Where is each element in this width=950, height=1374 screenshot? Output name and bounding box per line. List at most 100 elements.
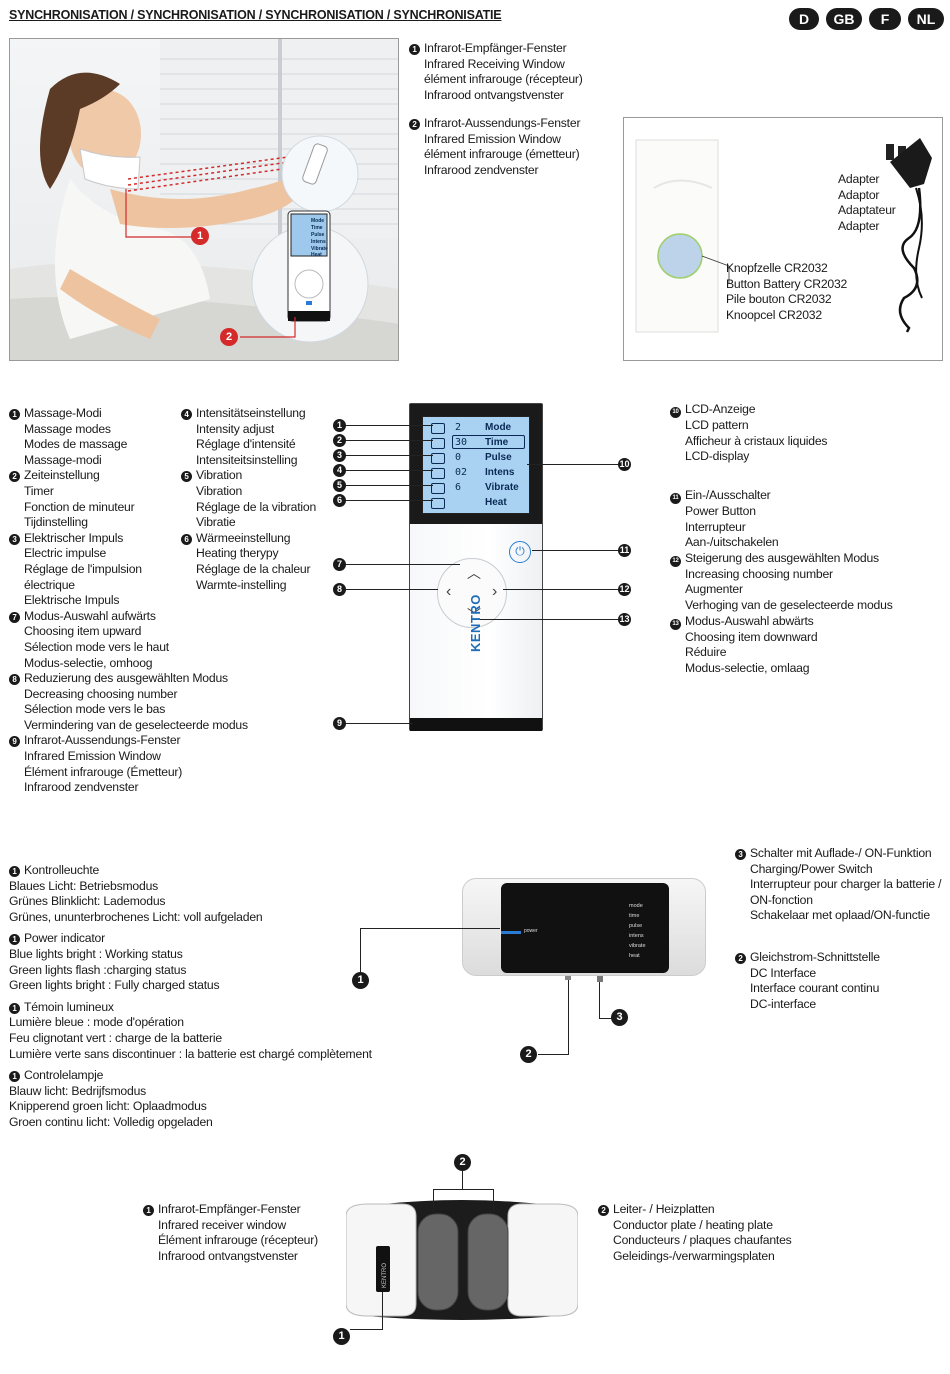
lcd-label-vibrate: Vibrate [485, 482, 519, 493]
device-power-label: power [524, 928, 538, 934]
indicator-f-line-1: Lumière bleue : mode d'opération [9, 1015, 184, 1030]
device-legend-2-f: Interface courant continu [750, 981, 880, 996]
device-legend-3-number: 3 [735, 849, 746, 860]
remote-control: 2 Mode 30 Time 0 Pulse 02 Intens 6 Vibra… [409, 403, 543, 731]
device-legend-3-gb: Charging/Power Switch [750, 861, 873, 876]
remote-callout-4: 4 [333, 464, 346, 477]
device-legend-2-number: 2 [735, 953, 746, 964]
callout-line-receiver-v [382, 1292, 383, 1329]
callout-line-12 [503, 589, 619, 590]
remote-callout-12: 12 [618, 583, 631, 596]
lcd-label-time: Time [485, 437, 509, 448]
callout-line-switch-h [599, 1018, 612, 1019]
callout-line-plates-stem [462, 1171, 463, 1190]
legend-7-gb: Choosing item upward [24, 624, 142, 639]
remote-brand-logo: KENTRO [468, 594, 483, 652]
remote-callout-8: 8 [333, 583, 346, 596]
indicator-nl-line-1: Blauw licht: Bedrijfsmodus [9, 1083, 147, 1098]
battery-label-de: Knopfzelle CR2032 [726, 261, 828, 275]
legend-9-f: Élément infrarouge (Émetteur) [24, 764, 183, 779]
legend-11-gb: Power Button [685, 504, 756, 518]
remote-callout-10: 10 [618, 458, 631, 471]
indicator-nl-line-3: Groen continu licht: Volledig opgeladen [9, 1114, 213, 1129]
adapter-label-f: Adaptateur [838, 203, 896, 218]
legend-5-nl: Vibratie [196, 515, 236, 530]
legend-6-nl: Warmte-instelling [196, 577, 287, 592]
legend-13-f: Réduire [685, 645, 727, 660]
callout-line-10 [527, 464, 619, 465]
legend-13-nl: Modus-selectie, omlaag [685, 660, 810, 675]
remote-callout-9: 9 [333, 717, 346, 730]
legend-9-nl: Infrarood zendvenster [24, 780, 139, 795]
navigation-pad[interactable]: ︿ ﹀ ‹ › [437, 558, 507, 628]
legend-5-f: Réglage de la vibration [196, 499, 317, 514]
legend-9-number: 9 [9, 736, 20, 748]
chevron-up-icon[interactable]: ︿ [467, 565, 481, 581]
pulse-icon [431, 453, 445, 464]
callout-line-9 [345, 723, 413, 724]
indicator-gb-number: 1 [9, 934, 20, 946]
device-legend-3-de: Schalter mit Auflade-/ ON-Funktion [750, 846, 932, 860]
battery-label-f: Pile bouton CR2032 [726, 292, 832, 307]
legend-7-nl: Modus-selectie, omhoog [24, 655, 153, 670]
chevron-left-icon[interactable]: ‹ [446, 583, 452, 600]
clock-icon [431, 438, 445, 449]
device-label-time: time [629, 913, 640, 919]
lcd-digits-time: 30 [455, 437, 468, 448]
callout-line-13 [480, 619, 619, 620]
legend-10-de: LCD-Anzeige [685, 402, 756, 416]
indicator-de-title: Kontrolleuchte [24, 863, 100, 877]
device-label-heat: heat [629, 953, 640, 959]
sync-item-1-f: élément infrarouge (récepteur) [424, 72, 583, 87]
device-mode-labels: mode time pulse intens vibrate heat [629, 901, 646, 961]
device-legend-2-nl: DC-interface [750, 996, 817, 1011]
power-switch[interactable] [597, 976, 603, 982]
inner-device-logo: KENTRO [382, 1262, 388, 1288]
device-callout-2: 2 [520, 1046, 537, 1063]
power-button-icon[interactable]: ⏻ [509, 541, 531, 563]
remote-callout-3: 3 [333, 449, 346, 462]
legend-3-f-cont: électrique [24, 577, 75, 592]
indicator-f-number: 1 [9, 1002, 20, 1014]
lcd-digits-pulse: 0 [455, 452, 462, 463]
indicator-gb-line-3: Green lights bright : Fully charged stat… [9, 978, 220, 993]
battery-adapter-panel: Adapter Adaptor Adaptateur Adapter Knopf… [623, 117, 943, 361]
remote-callout-11: 11 [618, 544, 631, 557]
legend-5-number: 5 [181, 471, 192, 483]
lcd-label-heat: Heat [485, 497, 507, 508]
battery-label-gb: Button Battery CR2032 [726, 276, 848, 291]
heat-icon [431, 498, 445, 509]
callout-line-3 [345, 455, 433, 456]
device-legend-3-f-cont: ON-fonction [750, 892, 813, 907]
bottom-legend-1-nl: Infrarood ontvangstvenster [158, 1248, 298, 1263]
callout-line-4 [345, 470, 433, 471]
callout-line-indicator-v [360, 928, 361, 972]
legend-4-nl: Intensiteitsinstelling [196, 452, 298, 467]
legend-6-de: Wärmeeinstellung [196, 530, 291, 545]
legend-1-nl: Massage-modi [24, 452, 102, 467]
lang-badge-d: D [789, 8, 819, 30]
legend-1-f: Modes de massage [24, 437, 128, 452]
remote-callout-6: 6 [333, 494, 346, 507]
legend-4-de: Intensitätseinstellung [196, 406, 306, 420]
legend-7-f: Sélection mode vers le haut [24, 639, 169, 654]
device-callout-3: 3 [611, 1009, 628, 1026]
photo-lcd-time: Time [311, 225, 323, 231]
indicator-nl-title: Controlelampje [24, 1068, 104, 1083]
bottom-legend-2-number: 2 [598, 1205, 609, 1216]
remote-callout-2: 2 [333, 434, 346, 447]
bottom-legend-2-de: Leiter- / Heizplatten [613, 1202, 715, 1216]
lcd-label-mode: Mode [485, 422, 512, 433]
chevron-right-icon[interactable]: › [492, 583, 498, 600]
callout-line-plate-right [493, 1189, 494, 1211]
adapter-label-de: Adapter [838, 172, 880, 186]
legend-2-nl: Tijdinstelling [24, 515, 88, 530]
legend-11-number: 11 [670, 493, 681, 504]
legend-8-nl: Vermindering van de geselecteerde modus [24, 717, 248, 732]
device-label-pulse: pulse [629, 923, 643, 929]
chevron-down-icon[interactable]: ﹀ [467, 607, 481, 623]
